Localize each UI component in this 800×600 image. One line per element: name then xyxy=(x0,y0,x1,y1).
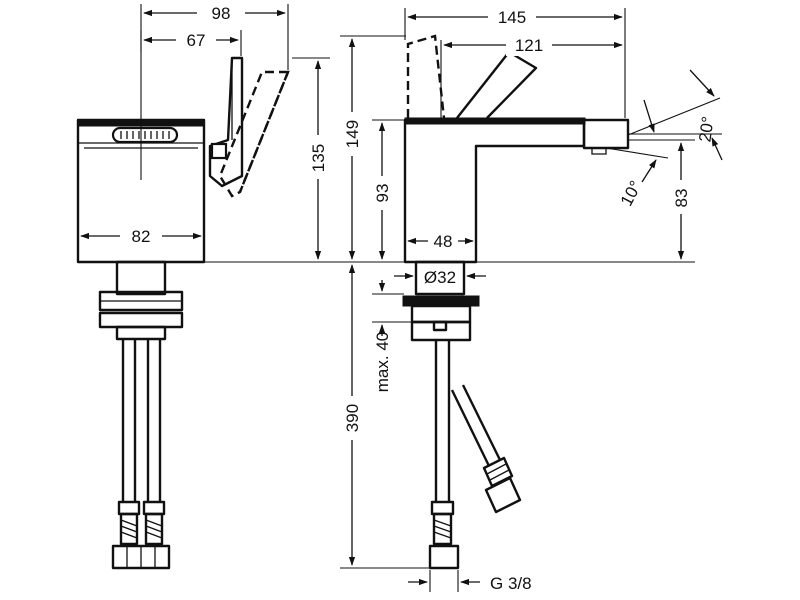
dim-label-48: 48 xyxy=(434,232,453,251)
dim-label-thread: G 3/8 xyxy=(490,574,532,593)
front-lever-alt xyxy=(406,34,446,119)
front-mount-plate xyxy=(410,304,472,324)
dim-label-121: 121 xyxy=(515,36,543,55)
side-handle xyxy=(208,56,244,188)
dim-label-10deg: 10° xyxy=(617,178,646,210)
dim-label-max-40: max. 40 xyxy=(373,332,392,392)
dim-label-145: 145 xyxy=(498,8,526,27)
front-base-nut xyxy=(402,295,480,307)
dim-label-20deg: 20° xyxy=(695,115,717,143)
front-spout xyxy=(582,118,630,150)
front-hose-angled xyxy=(450,384,502,467)
dim-label-67: 67 xyxy=(187,31,206,50)
side-handle-alt xyxy=(218,70,290,198)
side-shank xyxy=(115,260,167,296)
front-hose-angled-fitting xyxy=(482,456,522,514)
front-hose-straight-fitting xyxy=(428,500,460,570)
front-hose-straight xyxy=(434,340,451,502)
side-hose-right xyxy=(146,339,162,502)
dim-label-135: 135 xyxy=(309,144,328,172)
front-view: 145 121 149 93 48 20° 10° xyxy=(338,6,723,593)
side-hose-left xyxy=(121,339,137,502)
side-hose-fittings xyxy=(111,500,171,570)
front-body-top-plate xyxy=(404,117,586,125)
aerator-slots xyxy=(120,131,170,139)
dim-label-93: 93 xyxy=(373,184,392,203)
dim-label-149: 149 xyxy=(343,120,362,148)
dim-label-390: 390 xyxy=(343,404,362,432)
dim-label-98: 98 xyxy=(212,4,231,23)
dim-label-diameter-32: Ø32 xyxy=(424,268,456,287)
side-view: 98 67 82 135 xyxy=(76,2,345,570)
front-lever xyxy=(456,50,538,119)
dim-label-83: 83 xyxy=(672,189,691,208)
side-mount-plate xyxy=(98,311,184,329)
dim-label-82: 82 xyxy=(132,227,151,246)
